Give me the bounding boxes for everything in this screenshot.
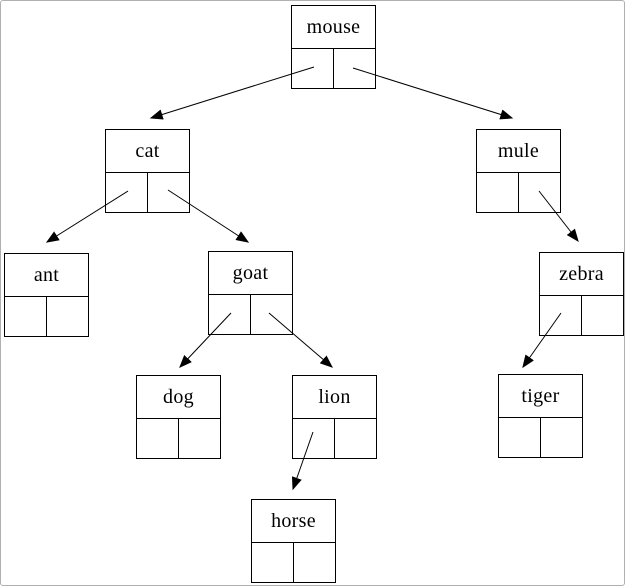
pointer-cells	[252, 543, 335, 582]
tree-node-cat: cat	[105, 129, 190, 213]
node-label: ant	[5, 254, 88, 297]
node-label: mouse	[292, 6, 375, 49]
tree-node-dog: dog	[136, 375, 221, 459]
pointer-cells	[209, 295, 292, 334]
right-pointer-cell	[541, 418, 582, 457]
left-pointer-cell	[540, 296, 582, 335]
right-pointer-cell	[148, 173, 189, 212]
tree-node-tiger: tiger	[498, 374, 583, 458]
pointer-cells	[137, 419, 220, 458]
tree-node-goat: goat	[208, 251, 293, 335]
right-pointer-cell	[335, 419, 376, 458]
pointer-cells	[292, 49, 375, 88]
right-pointer-cell	[334, 49, 375, 88]
node-label: goat	[209, 252, 292, 295]
pointer-cells	[293, 419, 376, 458]
pointer-cells	[5, 297, 88, 336]
node-label: tiger	[499, 375, 582, 418]
tree-node-lion: lion	[292, 375, 377, 459]
node-label: dog	[137, 376, 220, 419]
pointer-cells	[540, 296, 623, 335]
edge-mouse-mule	[352, 67, 514, 120]
left-pointer-cell	[209, 295, 251, 334]
right-pointer-cell	[179, 419, 220, 458]
pointer-cells	[477, 173, 560, 212]
right-pointer-cell	[582, 296, 623, 335]
tree-node-zebra: zebra	[539, 252, 624, 336]
node-label: lion	[293, 376, 376, 419]
right-pointer-cell	[47, 297, 88, 336]
pointer-cells	[499, 418, 582, 457]
left-pointer-cell	[293, 419, 335, 458]
left-pointer-cell	[252, 543, 294, 582]
left-pointer-cell	[292, 49, 334, 88]
left-pointer-cell	[5, 297, 47, 336]
tree-node-horse: horse	[251, 499, 336, 583]
right-pointer-cell	[251, 295, 292, 334]
node-label: zebra	[540, 253, 623, 296]
pointer-cells	[106, 173, 189, 212]
left-pointer-cell	[477, 173, 519, 212]
left-pointer-cell	[499, 418, 541, 457]
tree-node-ant: ant	[4, 253, 89, 337]
node-label: cat	[106, 130, 189, 173]
tree-node-mouse: mouse	[291, 5, 376, 89]
right-pointer-cell	[294, 543, 335, 582]
tree-node-mule: mule	[476, 129, 561, 213]
node-label: mule	[477, 130, 560, 173]
left-pointer-cell	[137, 419, 179, 458]
left-pointer-cell	[106, 173, 148, 212]
edge-mouse-cat	[149, 66, 315, 120]
node-label: horse	[252, 500, 335, 543]
right-pointer-cell	[519, 173, 560, 212]
